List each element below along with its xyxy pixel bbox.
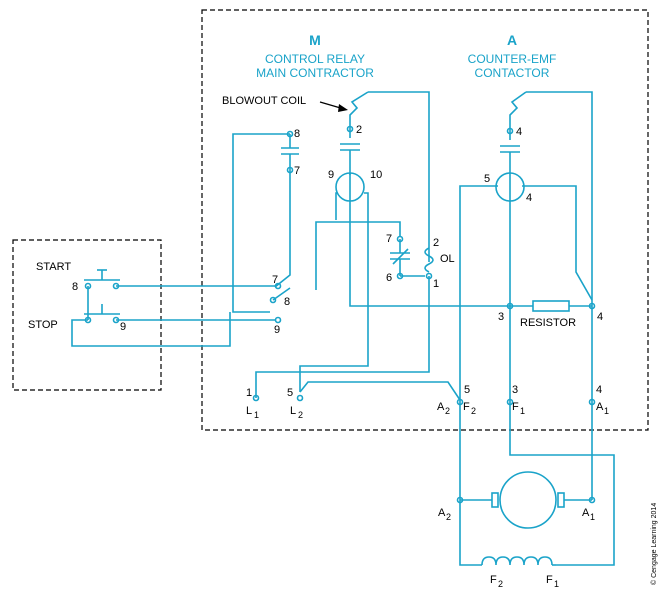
term-5-bottom: 5: [287, 387, 293, 399]
upper-f2-label: F: [463, 401, 470, 413]
a-contact-wiring: [459, 91, 596, 402]
l2-label: L: [290, 405, 296, 417]
relay-m-line2: MAIN CONTRACTOR: [256, 66, 374, 80]
holding-contact-wiring: [232, 130, 299, 313]
term-2b: 2: [433, 237, 439, 249]
motor-a2-sub: 2: [446, 512, 451, 522]
field-f2-sub: 2: [498, 579, 503, 589]
term-5c: 5: [464, 384, 470, 396]
relay-a-line2: CONTACTOR: [475, 66, 550, 80]
term-8b: 8: [284, 296, 290, 308]
term-9-left: 9: [120, 321, 126, 333]
term-7c: 7: [272, 274, 278, 286]
upper-f2-sub: 2: [471, 406, 476, 416]
term-7a: 7: [294, 165, 300, 177]
l1-terminal: [252, 394, 260, 402]
term-9b: 9: [274, 324, 280, 336]
upper-a1-sub: 1: [604, 406, 609, 416]
term-3b: 3: [512, 384, 518, 396]
field-f1-sub: 1: [554, 579, 559, 589]
term-5a: 5: [484, 173, 490, 185]
relay-a-letter: A: [507, 32, 517, 48]
resistor-label: RESISTOR: [520, 317, 576, 329]
term-8-left: 8: [72, 281, 78, 293]
term-4d: 4: [596, 384, 602, 396]
l2-sub: 2: [298, 410, 303, 420]
pushbutton-enclosure: [12, 239, 162, 391]
l1-label: L: [246, 405, 252, 417]
upper-f1-sub: 1: [520, 406, 525, 416]
motor-wiring: [456, 398, 615, 566]
term-6: 6: [386, 272, 392, 284]
m-contact-wiring: [299, 91, 510, 392]
motor-a1-label: A: [582, 507, 590, 519]
term-8a: 8: [294, 128, 300, 140]
pushbutton-wiring: [71, 269, 291, 347]
term-4b: 4: [526, 192, 532, 204]
terminal-labels: 8 7 2 9 10 7 6 2 1 7 8 9 8 9 4 5 4 3 4 1…: [72, 124, 603, 399]
field-f2-label: F: [490, 574, 497, 586]
l1-sub: 1: [254, 410, 259, 420]
term-4a: 4: [516, 126, 522, 138]
motor-a2-label: A: [438, 507, 446, 519]
blowout-coil-label: BLOWOUT COIL: [222, 95, 306, 107]
term-2a: 2: [356, 124, 362, 136]
ol-label: OL: [440, 253, 455, 265]
term-7b: 7: [386, 233, 392, 245]
term-4c: 4: [597, 311, 603, 323]
motor-a1-sub: 1: [590, 512, 595, 522]
l2-terminal: [296, 394, 304, 402]
term-1-bottom: 1: [246, 387, 252, 399]
term-3: 3: [498, 311, 504, 323]
upper-a2-label: A: [437, 401, 445, 413]
relay-a-line1: COUNTER-EMF: [468, 52, 557, 66]
relay-m-line1: CONTROL RELAY: [265, 52, 365, 66]
start-label: START: [36, 261, 71, 273]
overload-wiring: [255, 221, 434, 398]
term-1: 1: [433, 278, 439, 290]
blowout-arrowhead: [338, 104, 348, 112]
l2-supply-wire: [299, 381, 461, 401]
upper-a2-sub: 2: [445, 406, 450, 416]
main-enclosure: [201, 9, 649, 431]
upper-f1-label: F: [512, 401, 519, 413]
upper-a1-label: A: [596, 401, 604, 413]
term-10: 10: [370, 169, 382, 181]
stop-label: STOP: [28, 319, 58, 331]
term-9a: 9: [328, 169, 334, 181]
copyright: © Cengage Learning 2014: [650, 503, 658, 585]
field-f1-label: F: [546, 574, 553, 586]
relay-m-letter: M: [309, 32, 321, 48]
